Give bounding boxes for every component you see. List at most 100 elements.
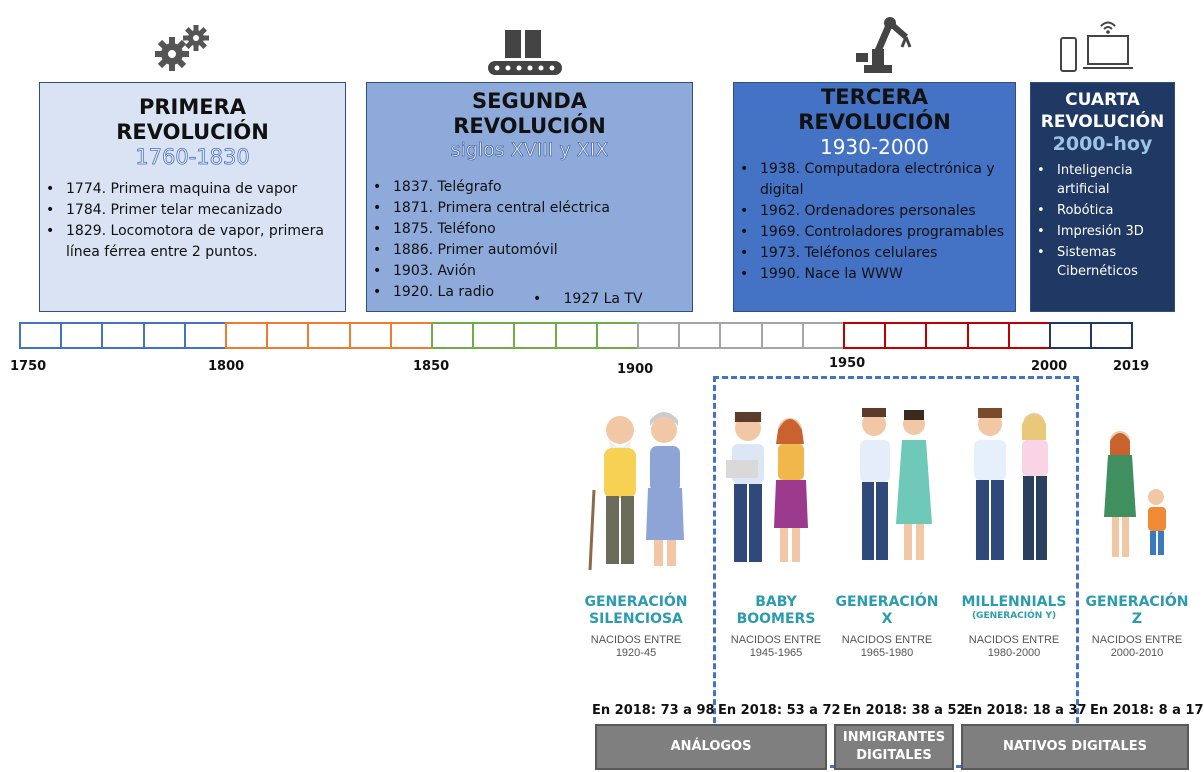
timeline-segment	[884, 322, 928, 349]
timeline-segment	[472, 322, 516, 349]
third-revolution-box: TERCERA REVOLUCIÓN 1930-2000 1938. Compu…	[733, 82, 1016, 312]
timeline-segment	[60, 322, 104, 349]
second-revolution-years: siglos XVIII y XIX	[450, 139, 609, 162]
list-item: 1973. Teléfonos celulares	[734, 243, 1015, 264]
timeline-segment	[678, 322, 722, 349]
phone-laptop-wifi-icon	[1060, 21, 1133, 72]
first-revolution-title: PRIMERA REVOLUCIÓN	[40, 95, 345, 145]
name-line: GENERACIÓN	[1085, 594, 1189, 610]
third-revolution-years: 1930-2000	[819, 135, 929, 160]
tick-label: 1900	[617, 362, 654, 377]
timeline-segment	[266, 322, 310, 349]
list-item: Sistemas Cibernéticos	[1031, 243, 1174, 281]
generation-z-born: NACIDOS ENTRE 2000-2010	[1082, 634, 1192, 660]
generation-x-age: En 2018: 38 a 52	[843, 703, 966, 718]
list-item: 1903. Avión	[367, 261, 692, 282]
generation-silent-name: GENERACIÓN SILENCIOSA	[575, 594, 697, 628]
list-item: 1875. Teléfono	[367, 219, 692, 240]
timeline-segment	[1049, 322, 1093, 349]
first-revolution-list: 1774. Primera maquina de vapor 1784. Pri…	[40, 179, 345, 263]
born-line: NACIDOS ENTRE	[841, 634, 933, 646]
timeline-segment	[389, 322, 433, 349]
timeline-segment	[595, 322, 639, 349]
first-revolution-years: 1760-1830	[135, 145, 250, 170]
born-line: 2000-2010	[1110, 647, 1164, 659]
group-label: ANÁLOGOS	[670, 739, 752, 754]
name-line: Z	[1131, 611, 1143, 627]
name-line: GENERACIÓN	[835, 594, 939, 610]
generation-boomers-name: BABY BOOMERS	[715, 594, 837, 628]
timeline-segment	[801, 322, 845, 349]
timeline-segment	[1007, 322, 1051, 349]
timeline-segment	[637, 322, 681, 349]
generation-z-age: En 2018: 8 a 17	[1090, 703, 1204, 718]
timeline-segment	[19, 322, 63, 349]
timeline-segment	[513, 322, 557, 349]
timeline-segment	[719, 322, 763, 349]
fourth-revolution-title: CUARTA REVOLUCIÓN	[1031, 89, 1174, 133]
conveyor-belt-icon	[488, 30, 562, 75]
fourth-revolution-box: CUARTA REVOLUCIÓN 2000-hoy Inteligencia …	[1030, 82, 1175, 312]
list-item: 1969. Controladores programables	[734, 222, 1015, 243]
generation-x-name: GENERACIÓN X	[830, 594, 944, 628]
second-revolution-title: SEGUNDA REVOLUCIÓN	[367, 89, 692, 139]
name-line: BABY	[755, 594, 797, 610]
tick-label: 1750	[10, 359, 47, 374]
title-line: REVOLUCIÓN	[798, 110, 951, 135]
group-label: DIGITALES	[856, 748, 932, 763]
generation-silent-born: NACIDOS ENTRE 1920-45	[575, 634, 697, 660]
generation-boomers-born: NACIDOS ENTRE 1945-1965	[715, 634, 837, 660]
title-line: REVOLUCIÓN	[453, 114, 606, 139]
timeline-segment	[101, 322, 145, 349]
timeline-segment	[925, 322, 969, 349]
fourth-revolution-years: 2000-hoy	[1052, 133, 1153, 156]
list-item-extra: • 1927 La TV	[533, 289, 643, 310]
list-item: 1784. Primer telar mecanizado	[40, 200, 345, 221]
list-item: 1837. Telégrafo	[367, 177, 692, 198]
name-subtitle: (GENERACIÓN Y)	[971, 611, 1057, 621]
tick-label: 2019	[1113, 359, 1150, 374]
timeline-segment	[431, 322, 475, 349]
generation-millennials-name: MILLENNIALS (GENERACIÓN Y)	[955, 594, 1073, 622]
second-revolution-list: 1837. Telégrafo 1871. Primera central el…	[367, 177, 692, 303]
name-line: X	[881, 611, 893, 627]
timeline-segment	[843, 322, 887, 349]
second-revolution-box: SEGUNDA REVOLUCIÓN siglos XVIII y XIX 18…	[366, 82, 693, 312]
list-item: Inteligencia artificial	[1031, 161, 1174, 199]
timeline-segment	[183, 322, 227, 349]
gears-icon	[155, 25, 209, 71]
born-line: 1980-2000	[987, 647, 1041, 659]
title-line: REVOLUCIÓN	[1040, 112, 1165, 133]
timeline-segment	[307, 322, 351, 349]
tick-label: 1800	[208, 359, 245, 374]
born-line: NACIDOS ENTRE	[590, 634, 682, 646]
group-label: INMIGRANTES	[842, 730, 946, 745]
timeline-segment	[142, 322, 186, 349]
tick-label: 2000	[1031, 359, 1068, 374]
group-analog: ANÁLOGOS	[595, 724, 827, 770]
list-item: 1886. Primer automóvil	[367, 240, 692, 261]
generation-silent-age: En 2018: 73 a 98	[592, 703, 715, 718]
people-illustration-millennials	[974, 408, 1048, 560]
list-item: 1829. Locomotora de vapor, primera línea…	[40, 221, 345, 263]
list-item: 1920. La radio	[367, 282, 692, 303]
timeline-segment	[1090, 322, 1134, 349]
list-item: 1990. Nace la WWW	[734, 264, 1015, 285]
timeline-segment	[760, 322, 804, 349]
generation-millennials-born: NACIDOS ENTRE 1980-2000	[955, 634, 1073, 660]
name-line: SILENCIOSA	[589, 611, 683, 627]
name-line: GENERACIÓN	[584, 594, 688, 610]
list-item: Robótica	[1031, 201, 1174, 220]
bullet: •	[533, 291, 564, 307]
timeline-segment	[554, 322, 598, 349]
born-line: NACIDOS ENTRE	[730, 634, 822, 646]
timeline-segment	[225, 322, 269, 349]
third-revolution-title: TERCERA REVOLUCIÓN	[734, 85, 1015, 135]
list-item: 1938. Computadora electrónica y digital	[734, 159, 1015, 201]
title-line: REVOLUCIÓN	[116, 120, 269, 145]
people-illustration-silent	[588, 412, 684, 571]
first-revolution-box: PRIMERA REVOLUCIÓN 1760-1830 1774. Prime…	[39, 82, 346, 312]
born-line: 1965-1980	[860, 647, 914, 659]
tick-label: 1950	[829, 356, 866, 371]
generation-millennials-age: En 2018: 18 a 37	[964, 703, 1087, 718]
